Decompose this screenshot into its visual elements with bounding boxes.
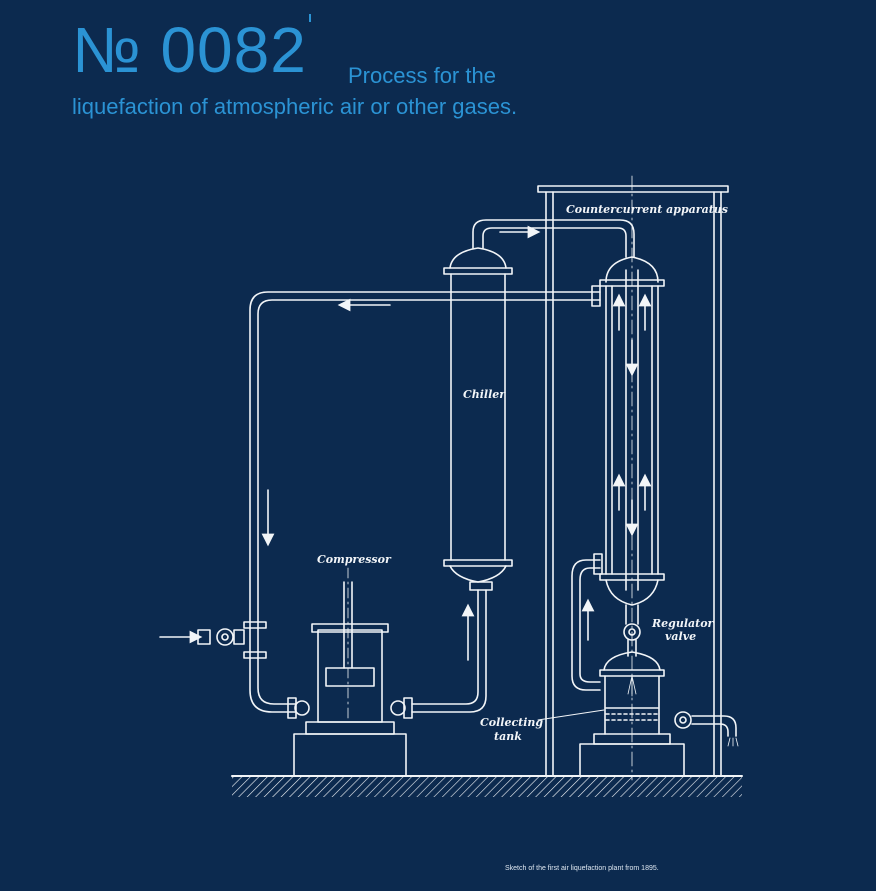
compressor	[287, 567, 413, 777]
title-line-1: Process for the	[348, 63, 496, 88]
pipe-return	[243, 285, 601, 713]
title-line-2: liquefaction of atmospheric air or other…	[72, 94, 518, 119]
air-inlet	[159, 628, 245, 646]
figure-caption: Sketch of the first air liquefaction pla…	[505, 865, 659, 872]
patent-number: № 0082	[72, 14, 307, 86]
label-chiller: Chiller	[463, 388, 506, 401]
label-countercurrent: Countercurrent apparatus	[566, 203, 728, 216]
countercurrent-column	[599, 256, 665, 606]
page-tick-mark	[309, 14, 311, 22]
label-compressor: Compressor	[317, 553, 392, 566]
column-housing	[537, 175, 729, 781]
label-collecting-2: tank	[494, 730, 522, 743]
label-regulator-1: Regulator	[651, 617, 715, 630]
pipe-tank-return	[571, 553, 603, 691]
ground	[231, 775, 743, 797]
label-collecting-1: Collecting	[480, 716, 543, 729]
chiller	[443, 247, 513, 583]
collecting-tank	[579, 651, 739, 777]
pipe-compressor-chiller	[411, 581, 493, 713]
label-regulator-2: valve	[665, 630, 696, 643]
pipe-top	[472, 219, 635, 258]
